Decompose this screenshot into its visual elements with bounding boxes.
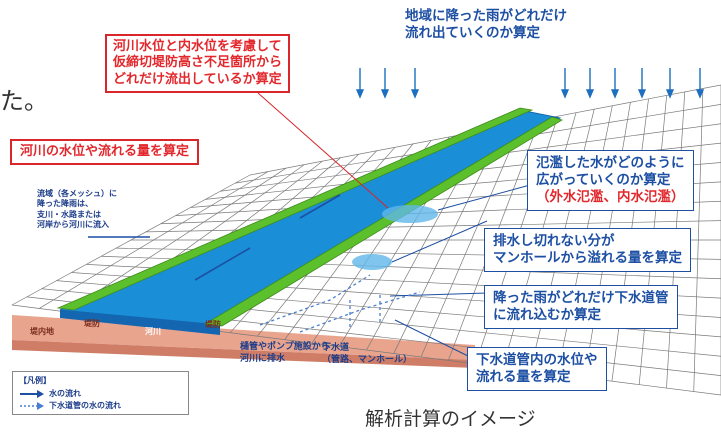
pointer-lines-blue — [389, 184, 531, 358]
rain-arrows — [355, 68, 705, 99]
levee-left — [56, 107, 534, 311]
basin-note: 流域（各メッシュ）に 降った降雨は、 支川・水路または 河岸から河川に流入 — [37, 189, 117, 230]
ground-label-c: 河川 — [145, 327, 161, 336]
levee-overflow-box: 河川水位と内水位を考慮して 仮締切堤防高さ不足箇所から どれだけ流出しているか算… — [105, 34, 291, 93]
river-flow-arrows — [88, 194, 341, 281]
dotted-arrow-icon — [20, 401, 44, 410]
arrow-icon — [20, 389, 44, 398]
levee-right — [203, 116, 563, 327]
sewer-note: 下水道 （管路、マンホール） — [322, 343, 413, 365]
river-level-box: 河川の水位や流れる量を算定 — [10, 139, 200, 166]
pointer-lines — [257, 92, 389, 209]
runoff-note: 地域に降った雨がどれだけ 流れ出ていくのか算定 — [405, 8, 567, 41]
ground-label-b: 堤防 — [84, 319, 100, 328]
manhole-overflow-box: 排水し切れない分が マンホールから溢れる量を算定 — [484, 228, 691, 272]
sewer-inflow-box: 降った雨がどれだけ下水道管 に流れ込むか算定 — [484, 285, 678, 329]
legend-title: 【凡例】 — [19, 376, 51, 385]
ground-label-a: 堤内地 — [30, 327, 54, 336]
ground-label-d: 堤防 — [205, 320, 221, 329]
flood-pools — [352, 205, 438, 270]
diagram-caption: 解析計算のイメージ — [365, 408, 536, 430]
legend: 【凡例】 水の流れ 下水道管の水の流れ — [12, 371, 189, 415]
legend-sewer-flow: 下水道管の水の流れ — [19, 400, 121, 411]
flood-spread-box: 氾濫した水がどのように 広がっていくのか算定 （外水氾濫、内水氾濫） — [527, 150, 694, 211]
legend-water-flow: 水の流れ — [19, 388, 81, 399]
text-fragment: た。 — [0, 87, 48, 115]
pump-note: 樋管やポンプ施設から 河川に排水 — [240, 342, 330, 364]
sewer-pipes — [259, 274, 421, 333]
sewer-level-box: 下水道管内の水位や 流れる量を算定 — [467, 347, 607, 391]
